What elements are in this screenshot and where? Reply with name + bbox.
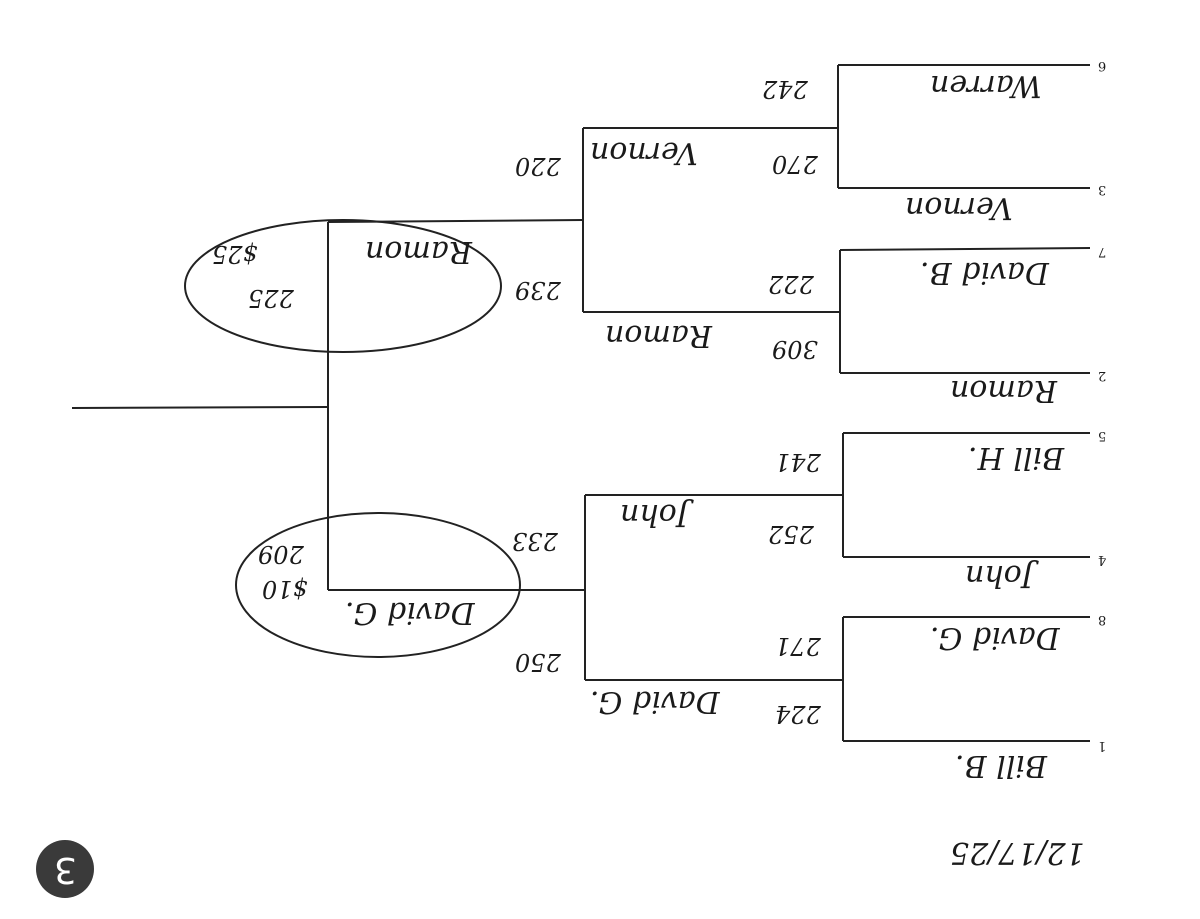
score: 220 (515, 152, 561, 180)
score: 241 (775, 448, 821, 476)
final-score: 225 (248, 284, 294, 312)
page-number: 3 (53, 848, 77, 890)
score: 309 (772, 335, 818, 363)
seed-8: 8 (1098, 612, 1107, 627)
player-name: Warren (930, 68, 1042, 103)
player-name: David B. (920, 255, 1049, 290)
score: 239 (515, 276, 561, 304)
player-name: David G. (930, 620, 1060, 655)
score: 222 (768, 270, 814, 298)
player-name: Vernon (590, 135, 698, 170)
seed-4: 4 (1098, 552, 1107, 567)
player-name: Ramon (605, 318, 712, 353)
score: 242 (762, 75, 808, 103)
seed-7: 7 (1098, 244, 1107, 259)
seed-2: 2 (1098, 368, 1107, 383)
score: 252 (768, 520, 814, 548)
score: 250 (515, 648, 561, 676)
player-name: Ramon (950, 373, 1057, 408)
seed-6: 6 (1098, 58, 1107, 73)
page-number-badge: 3 (36, 840, 94, 898)
finalist-name: Ramon (365, 234, 472, 269)
player-name: Bill H. (968, 440, 1065, 475)
score: 224 (775, 700, 821, 728)
score: 270 (772, 150, 818, 178)
seed-3: 3 (1098, 182, 1107, 197)
player-name: John (965, 558, 1034, 593)
date: 12/17/25 (950, 835, 1085, 870)
seed-5: 5 (1098, 428, 1107, 443)
final-prize: $25 (212, 240, 258, 268)
final-score: 209 (258, 540, 304, 568)
score: 233 (512, 527, 558, 555)
score: 271 (775, 632, 821, 660)
final-prize: $10 (262, 575, 308, 603)
seed-1: 1 (1098, 738, 1107, 753)
finalist-name: David G. (345, 595, 475, 630)
player-name: David G. (590, 684, 720, 719)
player-name: Bill B. (955, 748, 1047, 783)
player-name: Vernon (905, 190, 1013, 225)
player-name: John (620, 497, 689, 532)
